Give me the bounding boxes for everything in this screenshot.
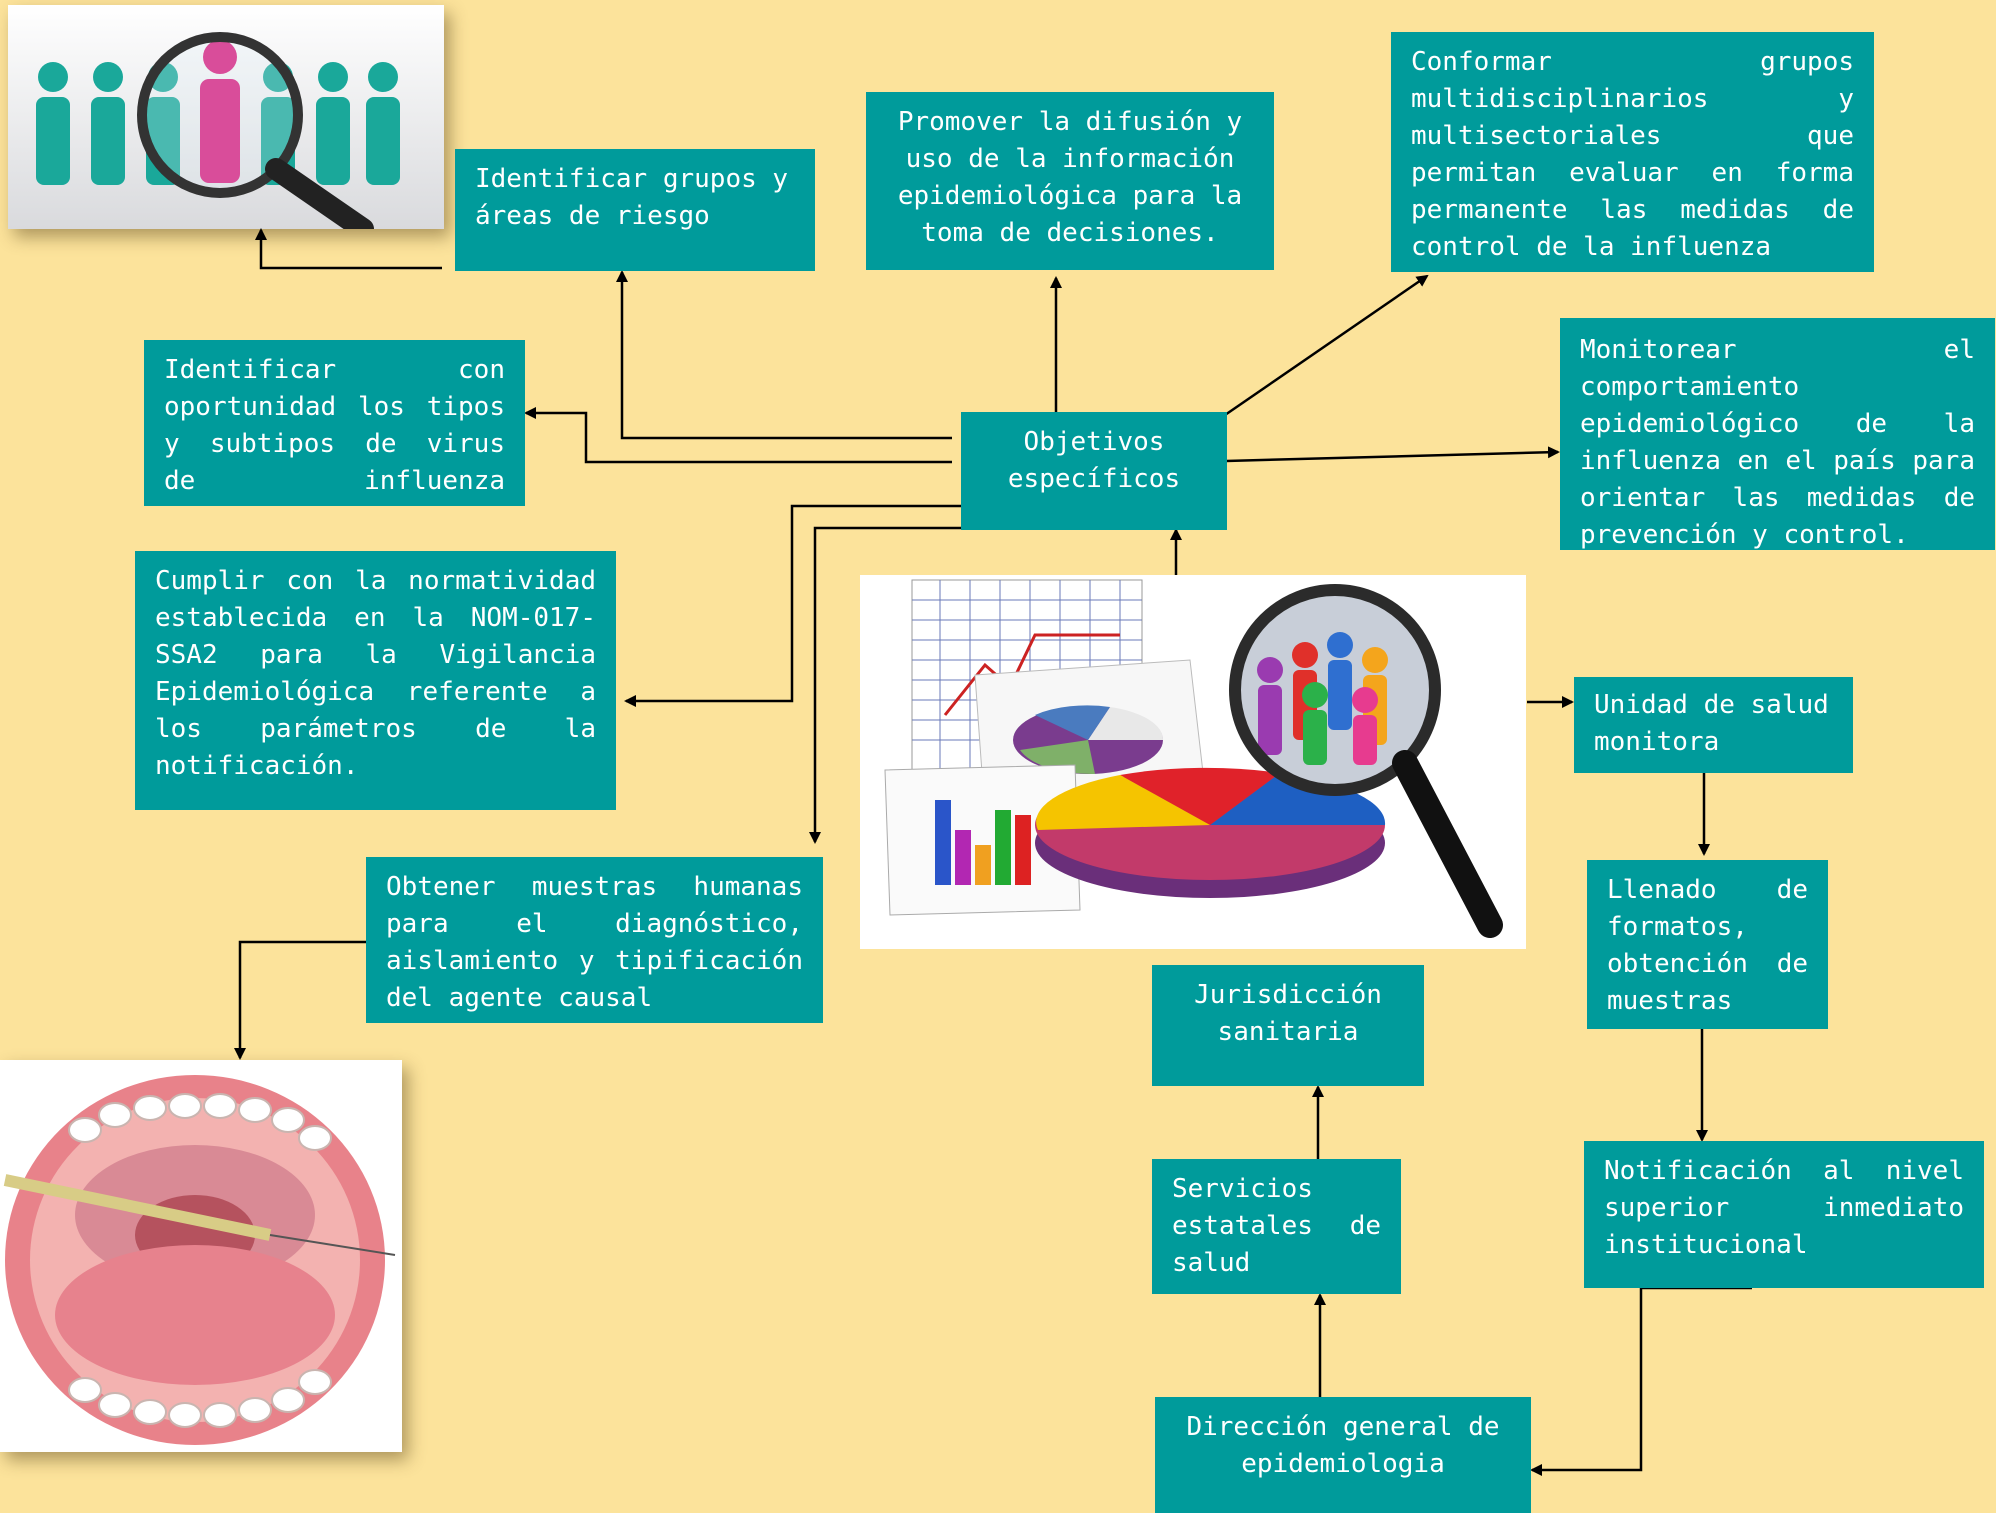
flow-servicios-estatales-salud: Servicios estatales de salud [1152, 1159, 1401, 1294]
objective-promote-information: Promover la difusión y uso de la informa… [866, 92, 1274, 270]
objective-identify-risk-groups: Identificar grupos y áreas de riesgo [455, 149, 815, 271]
central-node-objetivos-especificos: Objetivos específicos [961, 412, 1227, 530]
objective-multidisciplinary-groups: Conformar grupos multidisciplinarios y m… [1391, 32, 1874, 272]
charts-magnifier-icon [860, 575, 1526, 949]
flow-notificacion-nivel-superior: Notificación al nivel superior inmediato… [1584, 1141, 1984, 1288]
objective-monitor-behavior: Monitorear el comportamiento epidemiológ… [1560, 318, 1995, 550]
mouth-swab-icon [0, 1060, 402, 1452]
people-magnifier-icon [8, 5, 444, 240]
flow-unidad-salud-monitora: Unidad de salud monitora [1574, 677, 1853, 773]
flow-direccion-general-epidemiologia: Dirección general de epidemiologia [1155, 1397, 1531, 1513]
flow-jurisdiccion-sanitaria: Jurisdicción sanitaria [1152, 965, 1424, 1086]
objective-identify-virus-types: Identificar con oportunidad los tipos y … [144, 340, 525, 506]
objective-obtain-samples: Obtener muestras humanas para el diagnós… [366, 857, 823, 1023]
objective-comply-nom: Cumplir con la normatividad establecida … [135, 551, 616, 810]
flow-llenado-formatos: Llenado de formatos, obtención de muestr… [1587, 860, 1828, 1029]
